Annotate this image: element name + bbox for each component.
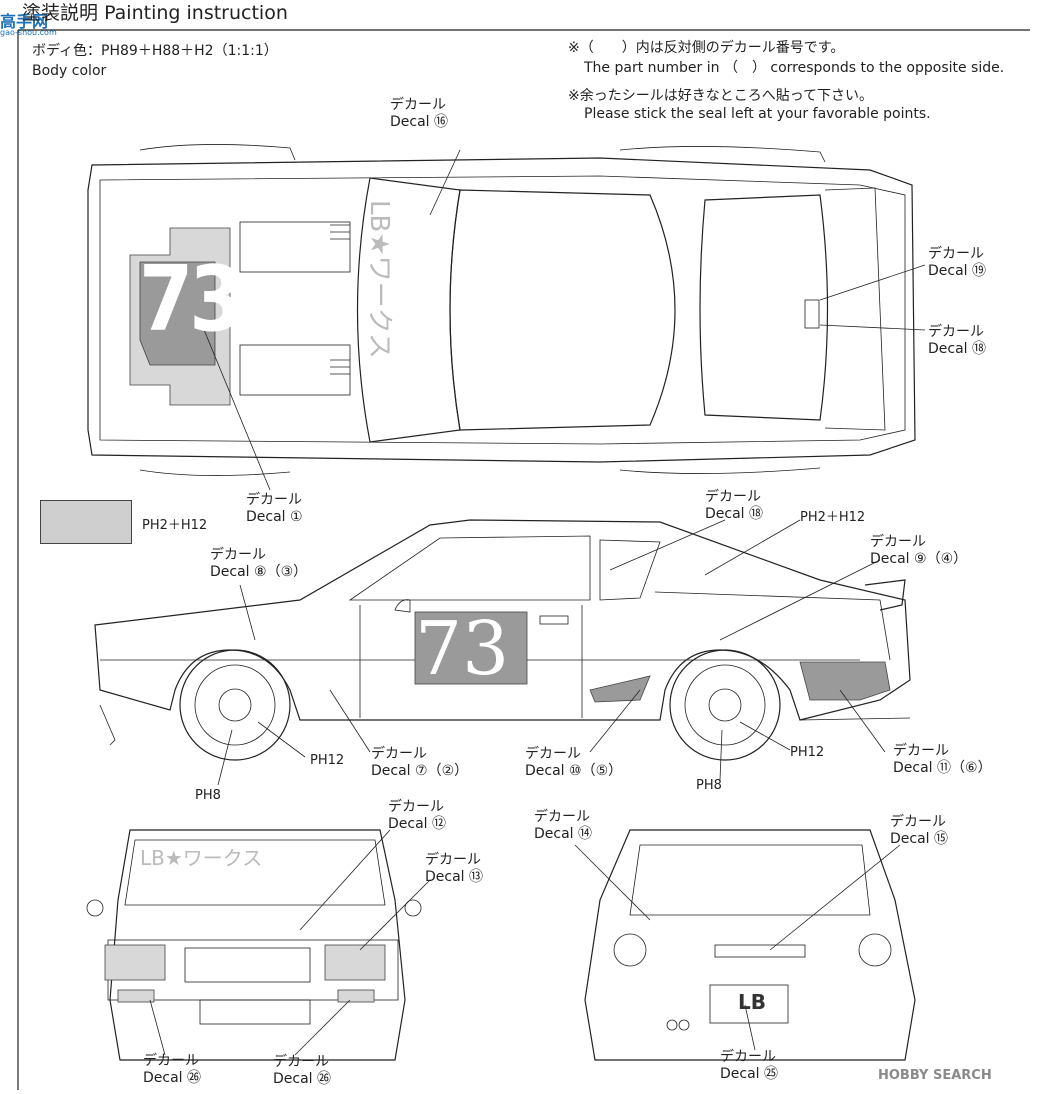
rear-tire xyxy=(669,649,781,761)
body-color-formula: PH89＋H88＋H2（1:1:1） xyxy=(101,43,278,59)
right-headlight-decal xyxy=(324,944,386,981)
body-color-line: ボディ色：PH89＋H88＋H2（1:1:1） xyxy=(32,43,278,60)
watermark: HOBBY SEARCH xyxy=(878,1068,992,1083)
note1-en: The part number in （ ） corresponds to th… xyxy=(584,60,1005,76)
hood-number-panel xyxy=(139,261,216,366)
car-rear-view xyxy=(584,829,916,1061)
license-plate-text: LB xyxy=(738,990,766,1014)
front-tire xyxy=(179,649,291,761)
paint-label-mirror: PH2＋H12 xyxy=(800,510,866,525)
page-title: 塗装説明 Painting instruction xyxy=(22,2,288,24)
windshield-banner-front: LB★ワークス xyxy=(140,846,263,870)
paint-label-rear-wheel-center: PH12 xyxy=(790,745,825,760)
left-headlight-decal xyxy=(104,944,166,981)
paint-label-front-wheel-rim: PH8 xyxy=(195,788,221,803)
door-number-panel xyxy=(414,611,528,685)
body-color-label-en: Body color xyxy=(32,63,107,79)
site-logo: 高手网 xyxy=(0,12,49,31)
site-logo-sub: gao-shou.com xyxy=(0,28,57,37)
note1-jp: ※（ ）内は反対側のデカール番号です。 xyxy=(568,40,845,56)
swatch-label: PH2＋H12 xyxy=(142,518,208,533)
hood-number: 73 xyxy=(139,248,244,352)
car-side-view xyxy=(94,519,911,761)
car-front-view xyxy=(86,829,422,1061)
windshield-banner-top: LB★ワークス xyxy=(364,200,394,359)
body-color-label-jp: ボディ色： xyxy=(32,43,102,59)
door-handle xyxy=(539,615,569,625)
paint-label-front-wheel-center: PH12 xyxy=(310,753,345,768)
title-en: Painting instruction xyxy=(104,2,288,24)
rocker-stripe xyxy=(589,675,651,703)
small-decal-box xyxy=(804,299,820,329)
title-jp: 塗装説明 xyxy=(22,2,99,24)
color-swatch xyxy=(40,500,132,544)
car-top-view xyxy=(87,144,916,476)
paint-label-rear-wheel-rim: PH8 xyxy=(696,778,722,793)
note2-jp: ※余ったシールは好きなところへ貼って下さい。 xyxy=(568,88,874,104)
leader-lines xyxy=(149,149,926,1056)
rear-fender-stripe xyxy=(799,661,891,701)
door-number: 73 xyxy=(415,606,510,692)
note2-en: Please stick the seal left at your favor… xyxy=(584,106,931,122)
